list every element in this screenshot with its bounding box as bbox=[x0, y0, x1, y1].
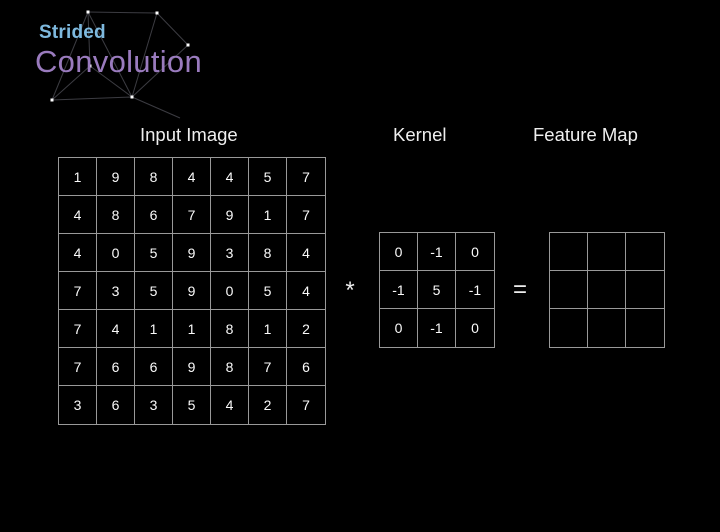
grid-cell: 7 bbox=[59, 272, 97, 310]
grid-cell: 9 bbox=[211, 196, 249, 234]
grid-cell bbox=[550, 233, 588, 271]
grid-cell: 5 bbox=[135, 234, 173, 272]
grid-cell: 7 bbox=[59, 310, 97, 348]
grid-cell: 0 bbox=[380, 233, 418, 271]
grid-cell: 8 bbox=[97, 196, 135, 234]
network-node bbox=[155, 11, 159, 15]
grid-cell: 1 bbox=[59, 158, 97, 196]
grid-cell: 0 bbox=[471, 320, 479, 336]
grid-cell: 9 bbox=[173, 272, 211, 310]
grid-cell: 3 bbox=[97, 272, 135, 310]
grid-cell: 4 bbox=[59, 196, 97, 234]
grid-cell: 3 bbox=[59, 386, 97, 424]
grid-cell: 7 bbox=[287, 196, 325, 234]
grid-cell: 4 bbox=[97, 310, 135, 348]
feature-map-heading: Feature Map bbox=[533, 124, 638, 145]
grid-cell: 0 bbox=[211, 272, 249, 310]
grid-cell: 0 bbox=[456, 233, 494, 271]
grid-cell bbox=[626, 271, 664, 309]
grid-cell: 7 bbox=[173, 196, 211, 234]
feature-map-grid bbox=[549, 232, 665, 348]
grid-cell: 6 bbox=[97, 348, 135, 386]
grid-cell: 5 bbox=[135, 272, 173, 310]
grid-cell: 4 bbox=[59, 234, 97, 272]
grid-cell bbox=[626, 233, 664, 271]
equals-operator: = bbox=[512, 276, 527, 303]
grid-cell: 1 bbox=[249, 310, 287, 348]
grid-cell: 4 bbox=[287, 234, 325, 272]
grid-cell: -1 bbox=[456, 271, 494, 309]
grid-cell bbox=[588, 233, 626, 271]
grid-cell: 4 bbox=[287, 272, 325, 310]
grid-cell: 8 bbox=[211, 310, 249, 348]
grid-cell: 7 bbox=[287, 158, 325, 196]
convolution-operator: * bbox=[345, 277, 355, 304]
grid-cell: 6 bbox=[97, 386, 135, 424]
grid-cell: 7 bbox=[249, 348, 287, 386]
grid-cell: 8 bbox=[135, 158, 173, 196]
network-node bbox=[50, 98, 54, 102]
grid-cell: 1 bbox=[135, 310, 173, 348]
grid-cell bbox=[588, 271, 626, 309]
grid-cell: 3 bbox=[211, 234, 249, 272]
grid-cell: 8 bbox=[211, 348, 249, 386]
grid-cell bbox=[588, 309, 626, 347]
grid-cell: 4 bbox=[211, 386, 249, 424]
grid-cell: 6 bbox=[135, 348, 173, 386]
network-node bbox=[130, 95, 134, 99]
grid-cell: 5 bbox=[249, 272, 287, 310]
grid-cell: 5 bbox=[173, 386, 211, 424]
grid-cell: 6 bbox=[135, 196, 173, 234]
grid-cell: 5 bbox=[418, 271, 456, 309]
grid-cell: 1 bbox=[249, 196, 287, 234]
grid-cell: -1 bbox=[418, 233, 456, 271]
grid-cell: -1 bbox=[418, 309, 456, 347]
grid-cell: 4 bbox=[211, 158, 249, 196]
grid-cell: -1 bbox=[380, 271, 418, 309]
grid-cell: 2 bbox=[249, 386, 287, 424]
grid-cell: 3 bbox=[135, 386, 173, 424]
grid-cell: 2 bbox=[287, 310, 325, 348]
grid-cell bbox=[626, 309, 664, 347]
grid-cell: 7 bbox=[302, 397, 310, 413]
slide-main-title: Convolution bbox=[35, 44, 203, 79]
kernel-heading: Kernel bbox=[393, 124, 447, 145]
grid-cell: 9 bbox=[97, 158, 135, 196]
grid-cell: 4 bbox=[173, 158, 211, 196]
grid-cell bbox=[550, 309, 588, 347]
grid-cell bbox=[550, 271, 588, 309]
grid-cell: 1 bbox=[173, 310, 211, 348]
grid-cell: 9 bbox=[173, 234, 211, 272]
grid-cell: 9 bbox=[173, 348, 211, 386]
grid-cell: 6 bbox=[287, 348, 325, 386]
slide-kicker-title: Strided bbox=[39, 22, 106, 43]
grid-cell: 0 bbox=[97, 234, 135, 272]
grid-cell: 5 bbox=[249, 158, 287, 196]
grid-cell: 7 bbox=[59, 348, 97, 386]
grid-cell: 8 bbox=[249, 234, 287, 272]
input-image-heading: Input Image bbox=[140, 124, 238, 145]
grid-cell: 0 bbox=[380, 309, 418, 347]
network-node bbox=[86, 10, 90, 14]
